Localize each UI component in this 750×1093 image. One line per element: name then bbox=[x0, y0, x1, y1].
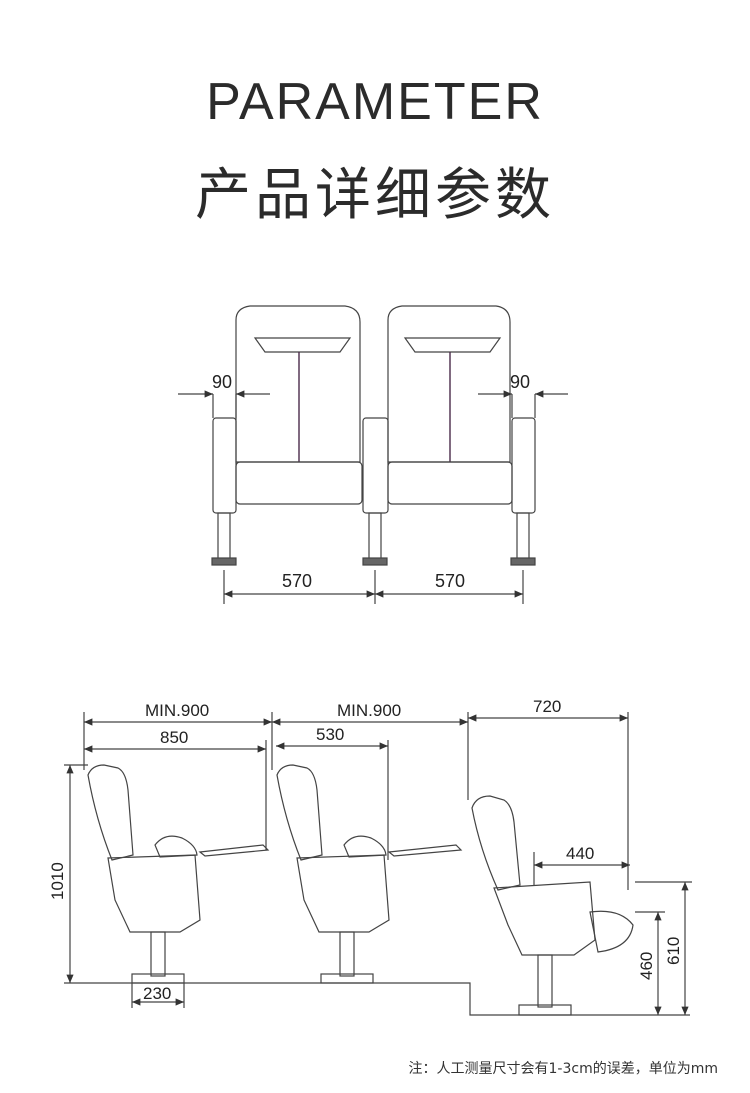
title-en: PARAMETER bbox=[206, 73, 544, 131]
dim-tablet-depth: 440 bbox=[566, 844, 594, 863]
front-view bbox=[178, 305, 568, 604]
dim-arm-left: 90 bbox=[212, 372, 232, 392]
dim-depth-folded: 720 bbox=[533, 697, 561, 716]
dim-spacing-left: 570 bbox=[282, 571, 312, 591]
dim-base-width: 230 bbox=[143, 984, 171, 1003]
dim-row-spacing-2: MIN.900 bbox=[337, 701, 401, 720]
left-armrest bbox=[212, 417, 237, 514]
footer-note: 注：人工测量尺寸会有1-3cm的误差，单位为mm bbox=[408, 1061, 718, 1077]
dim-arm-height: 610 bbox=[664, 937, 683, 965]
dim-seat-height: 460 bbox=[637, 952, 656, 980]
dim-depth-closed: 530 bbox=[316, 725, 344, 744]
right-seat-cushion bbox=[387, 461, 513, 505]
dim-depth-open: 850 bbox=[160, 728, 188, 747]
middle-armrest bbox=[362, 417, 389, 514]
right-armrest bbox=[511, 417, 536, 514]
left-seat-cushion bbox=[235, 461, 363, 505]
side-chair-3 bbox=[471, 795, 634, 1016]
dim-total-height: 1010 bbox=[48, 862, 67, 900]
side-chair-2 bbox=[276, 764, 463, 984]
right-seat-back bbox=[387, 305, 511, 463]
left-seat-back bbox=[235, 305, 361, 463]
dim-spacing-right: 570 bbox=[435, 571, 465, 591]
dim-arm-right: 90 bbox=[510, 372, 530, 392]
title-cn: 产品详细参数 bbox=[195, 163, 555, 228]
side-view bbox=[64, 712, 692, 1016]
side-chair-1 bbox=[87, 764, 270, 984]
dim-row-spacing-1: MIN.900 bbox=[145, 701, 209, 720]
